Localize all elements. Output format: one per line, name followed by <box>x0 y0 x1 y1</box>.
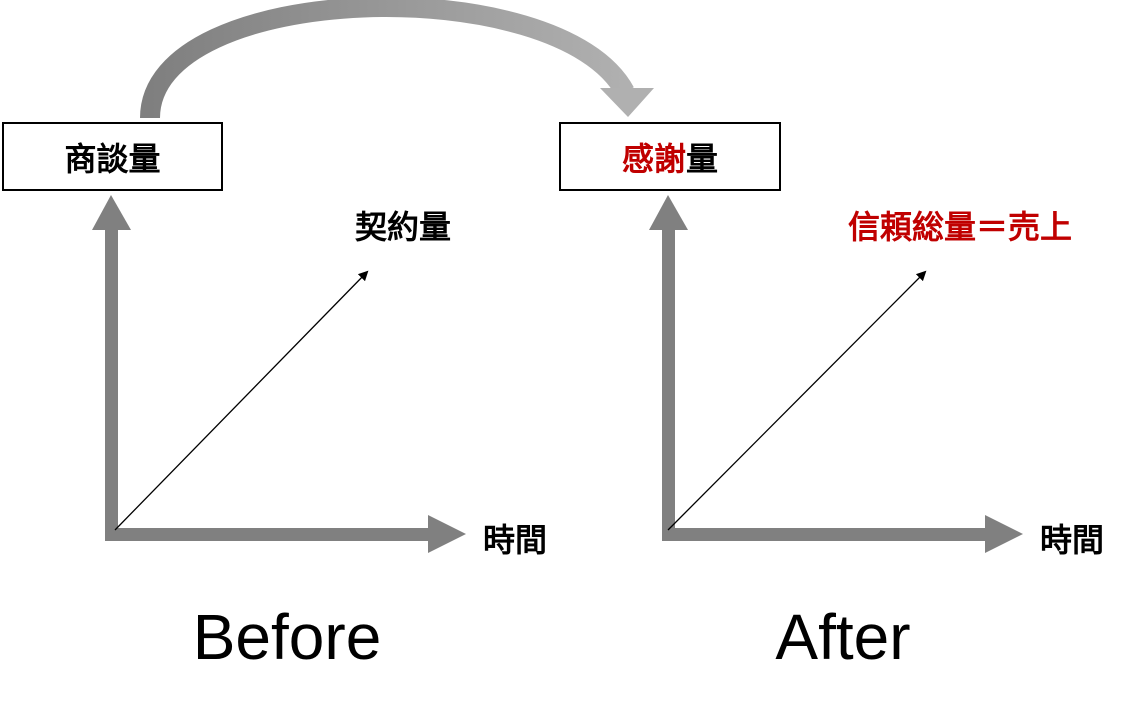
transition-arc-arrow <box>140 0 654 119</box>
after-caption: After <box>775 601 911 673</box>
before-caption: Before <box>192 601 382 673</box>
after-y-axis-arrow <box>649 195 688 540</box>
before-diagonal-label: 契約量 <box>355 208 452 246</box>
after-diagonal-arrow <box>667 270 927 531</box>
after-box-label-black: 量 <box>686 139 719 178</box>
before-diagonal-arrow <box>114 270 369 531</box>
after-x-axis-label: 時間 <box>1040 521 1105 559</box>
before-x-axis-label: 時間 <box>483 521 548 559</box>
before-box-label: 商談量 <box>64 139 161 178</box>
after-box: 感謝量 <box>559 122 781 191</box>
before-y-axis-arrow <box>92 195 131 540</box>
before-box: 商談量 <box>2 122 223 191</box>
after-box-label-red: 感謝 <box>621 139 686 178</box>
before-x-axis-arrow <box>105 515 466 553</box>
after-diagonal-label: 信頼総量＝売上 <box>848 208 1073 246</box>
after-x-axis-arrow <box>662 515 1023 553</box>
